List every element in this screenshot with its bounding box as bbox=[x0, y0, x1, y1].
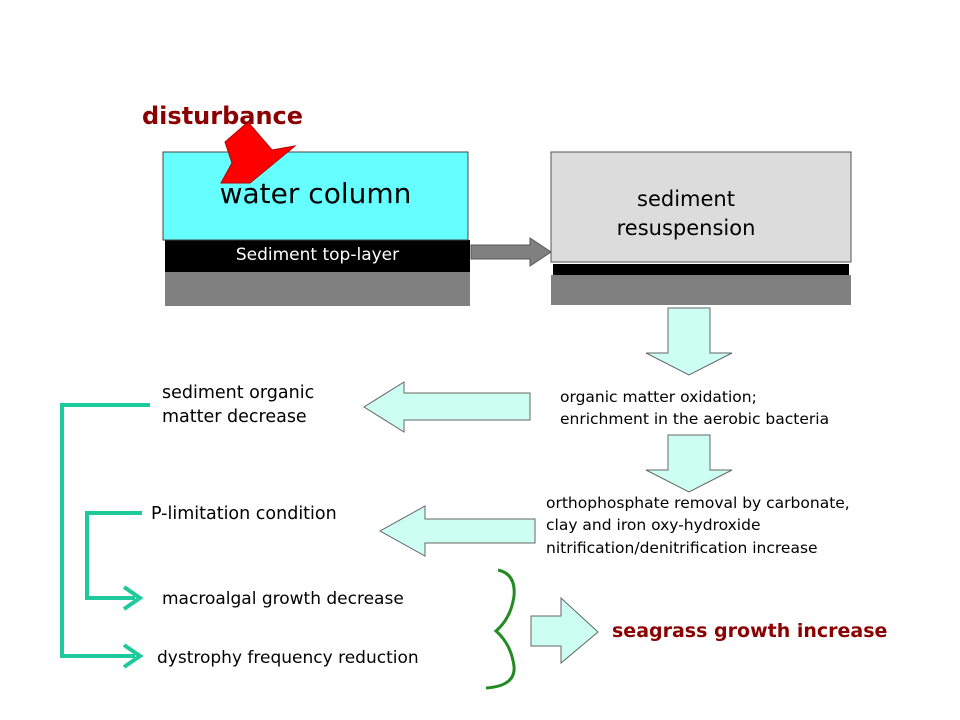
left-arrow-2-icon bbox=[378, 505, 536, 557]
water-column-label: water column bbox=[219, 177, 412, 210]
right-arrow-seagrass-icon bbox=[530, 596, 599, 665]
curly-brace bbox=[485, 568, 516, 690]
sediment-om-label: sediment organic matter decrease bbox=[162, 382, 314, 429]
connector-inner bbox=[85, 511, 144, 611]
sediment-resuspension-line-2: resuspension bbox=[616, 216, 756, 241]
connector-outer bbox=[60, 403, 150, 669]
seagrass-label: seagrass growth increase bbox=[612, 620, 888, 642]
oxidation-label: organic matter oxidation; enrichment in … bbox=[560, 387, 829, 430]
orthophosphate-label: orthophosphate removal by carbonate, cla… bbox=[546, 492, 850, 559]
orthophosphate-line-3: nitrification/denitrification increase bbox=[546, 538, 818, 557]
sediment-om-line-2: matter decrease bbox=[162, 406, 307, 427]
transfer-arrow-icon bbox=[470, 237, 552, 267]
disturbance-label: disturbance bbox=[142, 102, 304, 130]
macroalgal-label: macroalgal growth decrease bbox=[162, 589, 404, 609]
oxidation-line-2: enrichment in the aerobic bacteria bbox=[560, 409, 830, 428]
sediment-resuspension-label: sediment resuspension bbox=[551, 185, 821, 244]
orthophosphate-line-2: clay and iron oxy-hydroxide bbox=[546, 516, 761, 535]
dystrophy-label: dystrophy frequency reduction bbox=[157, 648, 419, 668]
disturbance-arrow-icon bbox=[220, 121, 297, 184]
oxidation-line-1: organic matter oxidation; bbox=[560, 388, 757, 406]
sediment-om-line-1: sediment organic bbox=[162, 383, 315, 403]
sediment-resuspension-line-1: sediment bbox=[637, 187, 735, 211]
down-arrow-2-icon bbox=[645, 434, 733, 493]
water-column-box bbox=[162, 151, 469, 241]
sediment-top-layer-box bbox=[165, 240, 470, 272]
down-arrow-1-icon bbox=[645, 307, 733, 376]
left-arrow-1-icon bbox=[363, 381, 531, 433]
resuspension-box bbox=[550, 151, 852, 263]
sediment-bed-left bbox=[165, 272, 470, 306]
resuspension-bed bbox=[551, 275, 851, 305]
orthophosphate-line-1: orthophosphate removal by carbonate, bbox=[546, 494, 850, 512]
sediment-top-layer-label: Sediment top-layer bbox=[235, 245, 400, 265]
resuspension-top-layer bbox=[553, 264, 849, 275]
p-limitation-label: P-limitation condition bbox=[151, 504, 337, 524]
